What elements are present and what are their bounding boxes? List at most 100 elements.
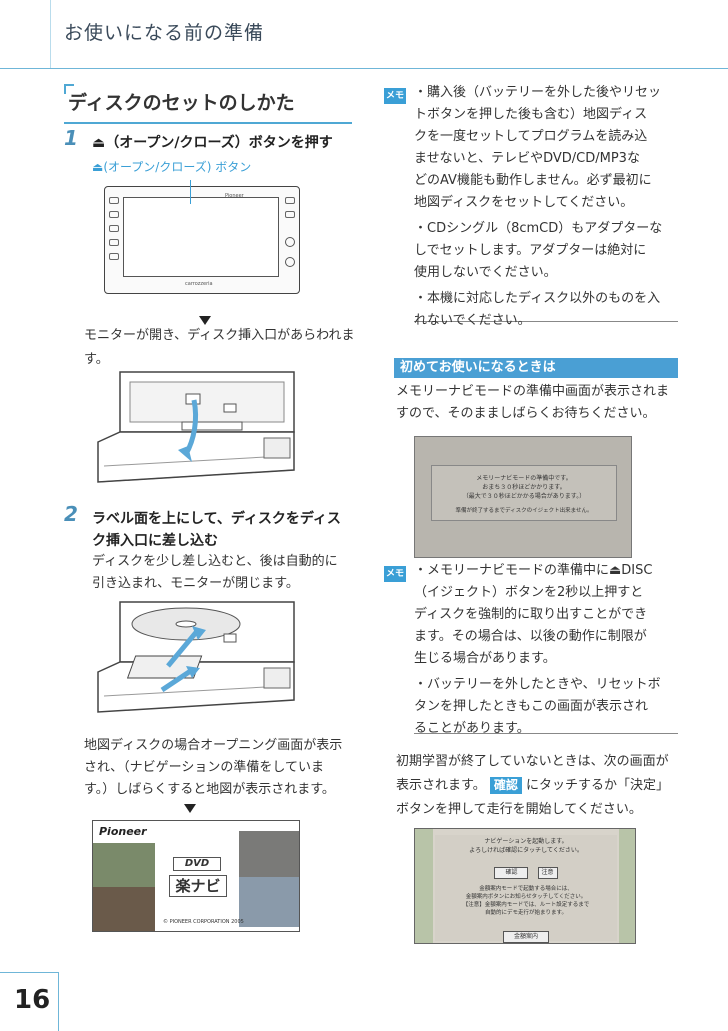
learning-line3: ボタンを押して走行を開始してください。 (396, 802, 642, 817)
learning-line2: 表示されます。 確認 にタッチするか「決定」 (396, 774, 669, 798)
learning-line2-pre: 表示されます。 (396, 778, 486, 793)
disc-insert-illustration (94, 600, 300, 724)
memo-line: トボタンを押した後も含む）地図ディス (414, 107, 648, 122)
memo-line: 生じる場合があります。 (414, 651, 556, 666)
nav-line1: ナビゲーションを起動します。 (484, 838, 568, 845)
step-1-number: 1 (64, 126, 78, 150)
side-button (109, 211, 119, 218)
nav-line3: 金額案内モードで起動する場合には、 (479, 886, 573, 892)
callout-line (190, 180, 191, 204)
first-use-line2: すので、そのまましばらくお待ちください。 (396, 406, 656, 421)
nav-line6: 自動的にデモ走行が始まります。 (485, 910, 567, 916)
device-brand: Pioneer (225, 193, 244, 199)
nav-caution-button[interactable]: 注意 (537, 867, 558, 879)
page-number-divider (58, 972, 59, 1031)
memo-block-2: ・メモリーナビモードの準備中に⏏DISC （イジェクト）ボタンを2秒以上押すと … (414, 560, 678, 736)
step-2-instruction-line2: ク挿入口に差し込む (92, 533, 218, 549)
memo-item: ・本機に対応したディスク以外のものを入 れないでください。 (414, 288, 678, 332)
map-disc-line2: され、（ナビゲーションの準備をしていま (84, 760, 324, 775)
device-front-illustration: Pioneer carrozzeria (104, 186, 300, 294)
prep-line4: 準備が終了するまでディスクのイジェクト出来ません。 (455, 508, 593, 514)
nav-line5: 【注意】金額案内モードでは、ルート設定するまで (462, 902, 590, 908)
page-number-rule (0, 972, 59, 973)
memo-line: ることがあります。 (414, 721, 530, 736)
step-2-desc-line2: 引き込まれ、モニターが閉じます。 (92, 576, 299, 591)
device-model: carrozzeria (185, 281, 213, 287)
page-header-title: お使いになる前の準備 (64, 22, 265, 44)
down-arrow-icon (184, 804, 196, 813)
map-strip-right (619, 829, 635, 943)
memo-line: ・CDシングル（8cmCD）もアダプターな (414, 221, 663, 236)
memo-line: ディスクを強制的に取り出すことができ (414, 607, 648, 622)
memo-icon: メモ (384, 88, 406, 104)
page-number: 16 (14, 985, 51, 1015)
photo-landscape (93, 843, 155, 887)
memo-line: クを一度セットしてプログラムを読み込 (414, 129, 648, 144)
opening-brand: Pioneer (99, 825, 147, 838)
photo-street (239, 831, 299, 877)
step-2-number: 2 (64, 502, 78, 526)
disc-insert-drawing (97, 601, 295, 713)
memo-line: 地図ディスクをセットしてください。 (414, 195, 634, 210)
photo-cup (93, 887, 155, 931)
nav-line4: 金額案内ボタンにお知らせタッチしてください。 (465, 894, 587, 900)
section-title: ディスクのセットのしかた (64, 84, 352, 124)
memo-item: ・メモリーナビモードの準備中に⏏DISC （イジェクト）ボタンを2秒以上押すと … (414, 560, 678, 670)
memo-line: ます。その場合は、以後の動作に制限が (414, 629, 647, 644)
prep-line3: （最大で３０秒ほどかかる場合があります。） (462, 493, 586, 500)
learning-line1: 初期学習が終了していないときは、次の画面が (396, 754, 669, 769)
nav-start-screen: ナビゲーションを起動します。 よろしければ確認にタッチしてください。 確認 注意… (414, 828, 636, 944)
eject-button-marker (109, 197, 119, 204)
step-1-callout: ⏏(オープン/クローズ) ボタン (92, 160, 252, 174)
opening-copyright: © PIONEER CORPORATION 2005 (163, 919, 244, 925)
map-strip-left (415, 829, 433, 943)
prep-line2: おまち３０秒ほどかかります。 (482, 484, 566, 491)
device-open-illustration (94, 370, 300, 494)
memo-line: れないでください。 (414, 313, 531, 328)
nav-guidance-button[interactable]: 金額案内 (502, 931, 549, 943)
nav-bottom-row: 金額案内 (435, 923, 617, 943)
memo-item: ・バッテリーを外したときや、リセットボ タンを押したときもこの画面が表示され る… (414, 674, 678, 740)
nav-button-row: 確認 注意 (435, 859, 617, 879)
side-button (285, 197, 295, 204)
side-button (109, 239, 119, 246)
memo-line: ・本機に対応したディスク以外のものを入 (414, 291, 661, 306)
memo-line: ませないと、テレビやDVD/CD/MP3な (414, 151, 640, 166)
prep-dialog: メモリーナビモードの準備中です。 おまち３０秒ほどかかります。 （最大で３０秒ほ… (431, 465, 617, 521)
first-use-line1: メモリーナビモードの準備中画面が表示されま (396, 384, 670, 399)
memo-icon: メモ (384, 566, 406, 582)
nav-confirm-button[interactable]: 確認 (494, 867, 529, 879)
memo-block-1: ・購入後（バッテリーを外した後やリセッ トボタンを押した後も含む）地図ディス ク… (414, 82, 678, 328)
memo-line: しでセットします。アダプターは絶対に (414, 243, 647, 258)
step-2-desc-line1: ディスクを少し差し込むと、後は自動的に (92, 554, 338, 569)
opening-screen: Pioneer DVD 楽ナビ © PIONEER CORPORATION 20… (92, 820, 300, 932)
prep-screen: メモリーナビモードの準備中です。 おまち３０秒ほどかかります。 （最大で３０秒ほ… (414, 436, 632, 558)
rakunavi-logo: 楽ナビ (169, 875, 227, 897)
side-button (285, 211, 295, 218)
side-button (109, 253, 119, 260)
memo-item: ・CDシングル（8cmCD）もアダプターな しでセットします。アダプターは絶対に… (414, 218, 678, 284)
map-disc-line3: す。）しばらくすると地図が表示されます。 (84, 782, 335, 797)
nav-line2: よろしければ確認にタッチしてください。 (469, 847, 583, 854)
memo-line: ・メモリーナビモードの準備中に⏏DISC (414, 563, 653, 578)
memo-line: （イジェクト）ボタンを2秒以上押すと (414, 585, 644, 600)
step-1-result: モニターが開き、ディスク挿入口があらわれます。 (84, 328, 355, 367)
step-1-instruction: ⏏（オープン/クローズ）ボタンを押す (92, 135, 333, 151)
memo-line: ・購入後（バッテリーを外した後やリセッ (414, 85, 662, 100)
side-button (109, 225, 119, 232)
select-knob (285, 257, 295, 267)
memo-line: タンを押したときもこの画面が表示され (414, 699, 649, 714)
memo-item: ・購入後（バッテリーを外した後やリセッ トボタンを押した後も含む）地図ディス ク… (414, 82, 678, 214)
volume-knob (285, 237, 295, 247)
header-rule (0, 68, 728, 69)
memo-line: どのAV機能も動作しません。必ず最初に (414, 173, 652, 188)
dvd-logo: DVD (173, 857, 221, 871)
header-accent-line (50, 0, 51, 69)
confirm-inline-button: 確認 (489, 777, 522, 794)
prep-line1: メモリーナビモードの準備中です。 (476, 475, 572, 482)
learning-line2-post: にタッチするか「決定」 (526, 778, 670, 793)
first-use-header: 初めてお使いになるときは (394, 358, 678, 378)
down-arrow-icon (199, 316, 211, 325)
memo-line: ・バッテリーを外したときや、リセットボ (414, 677, 661, 692)
step-2-instruction-line1: ラベル面を上にして、ディスクをディス (92, 511, 341, 527)
